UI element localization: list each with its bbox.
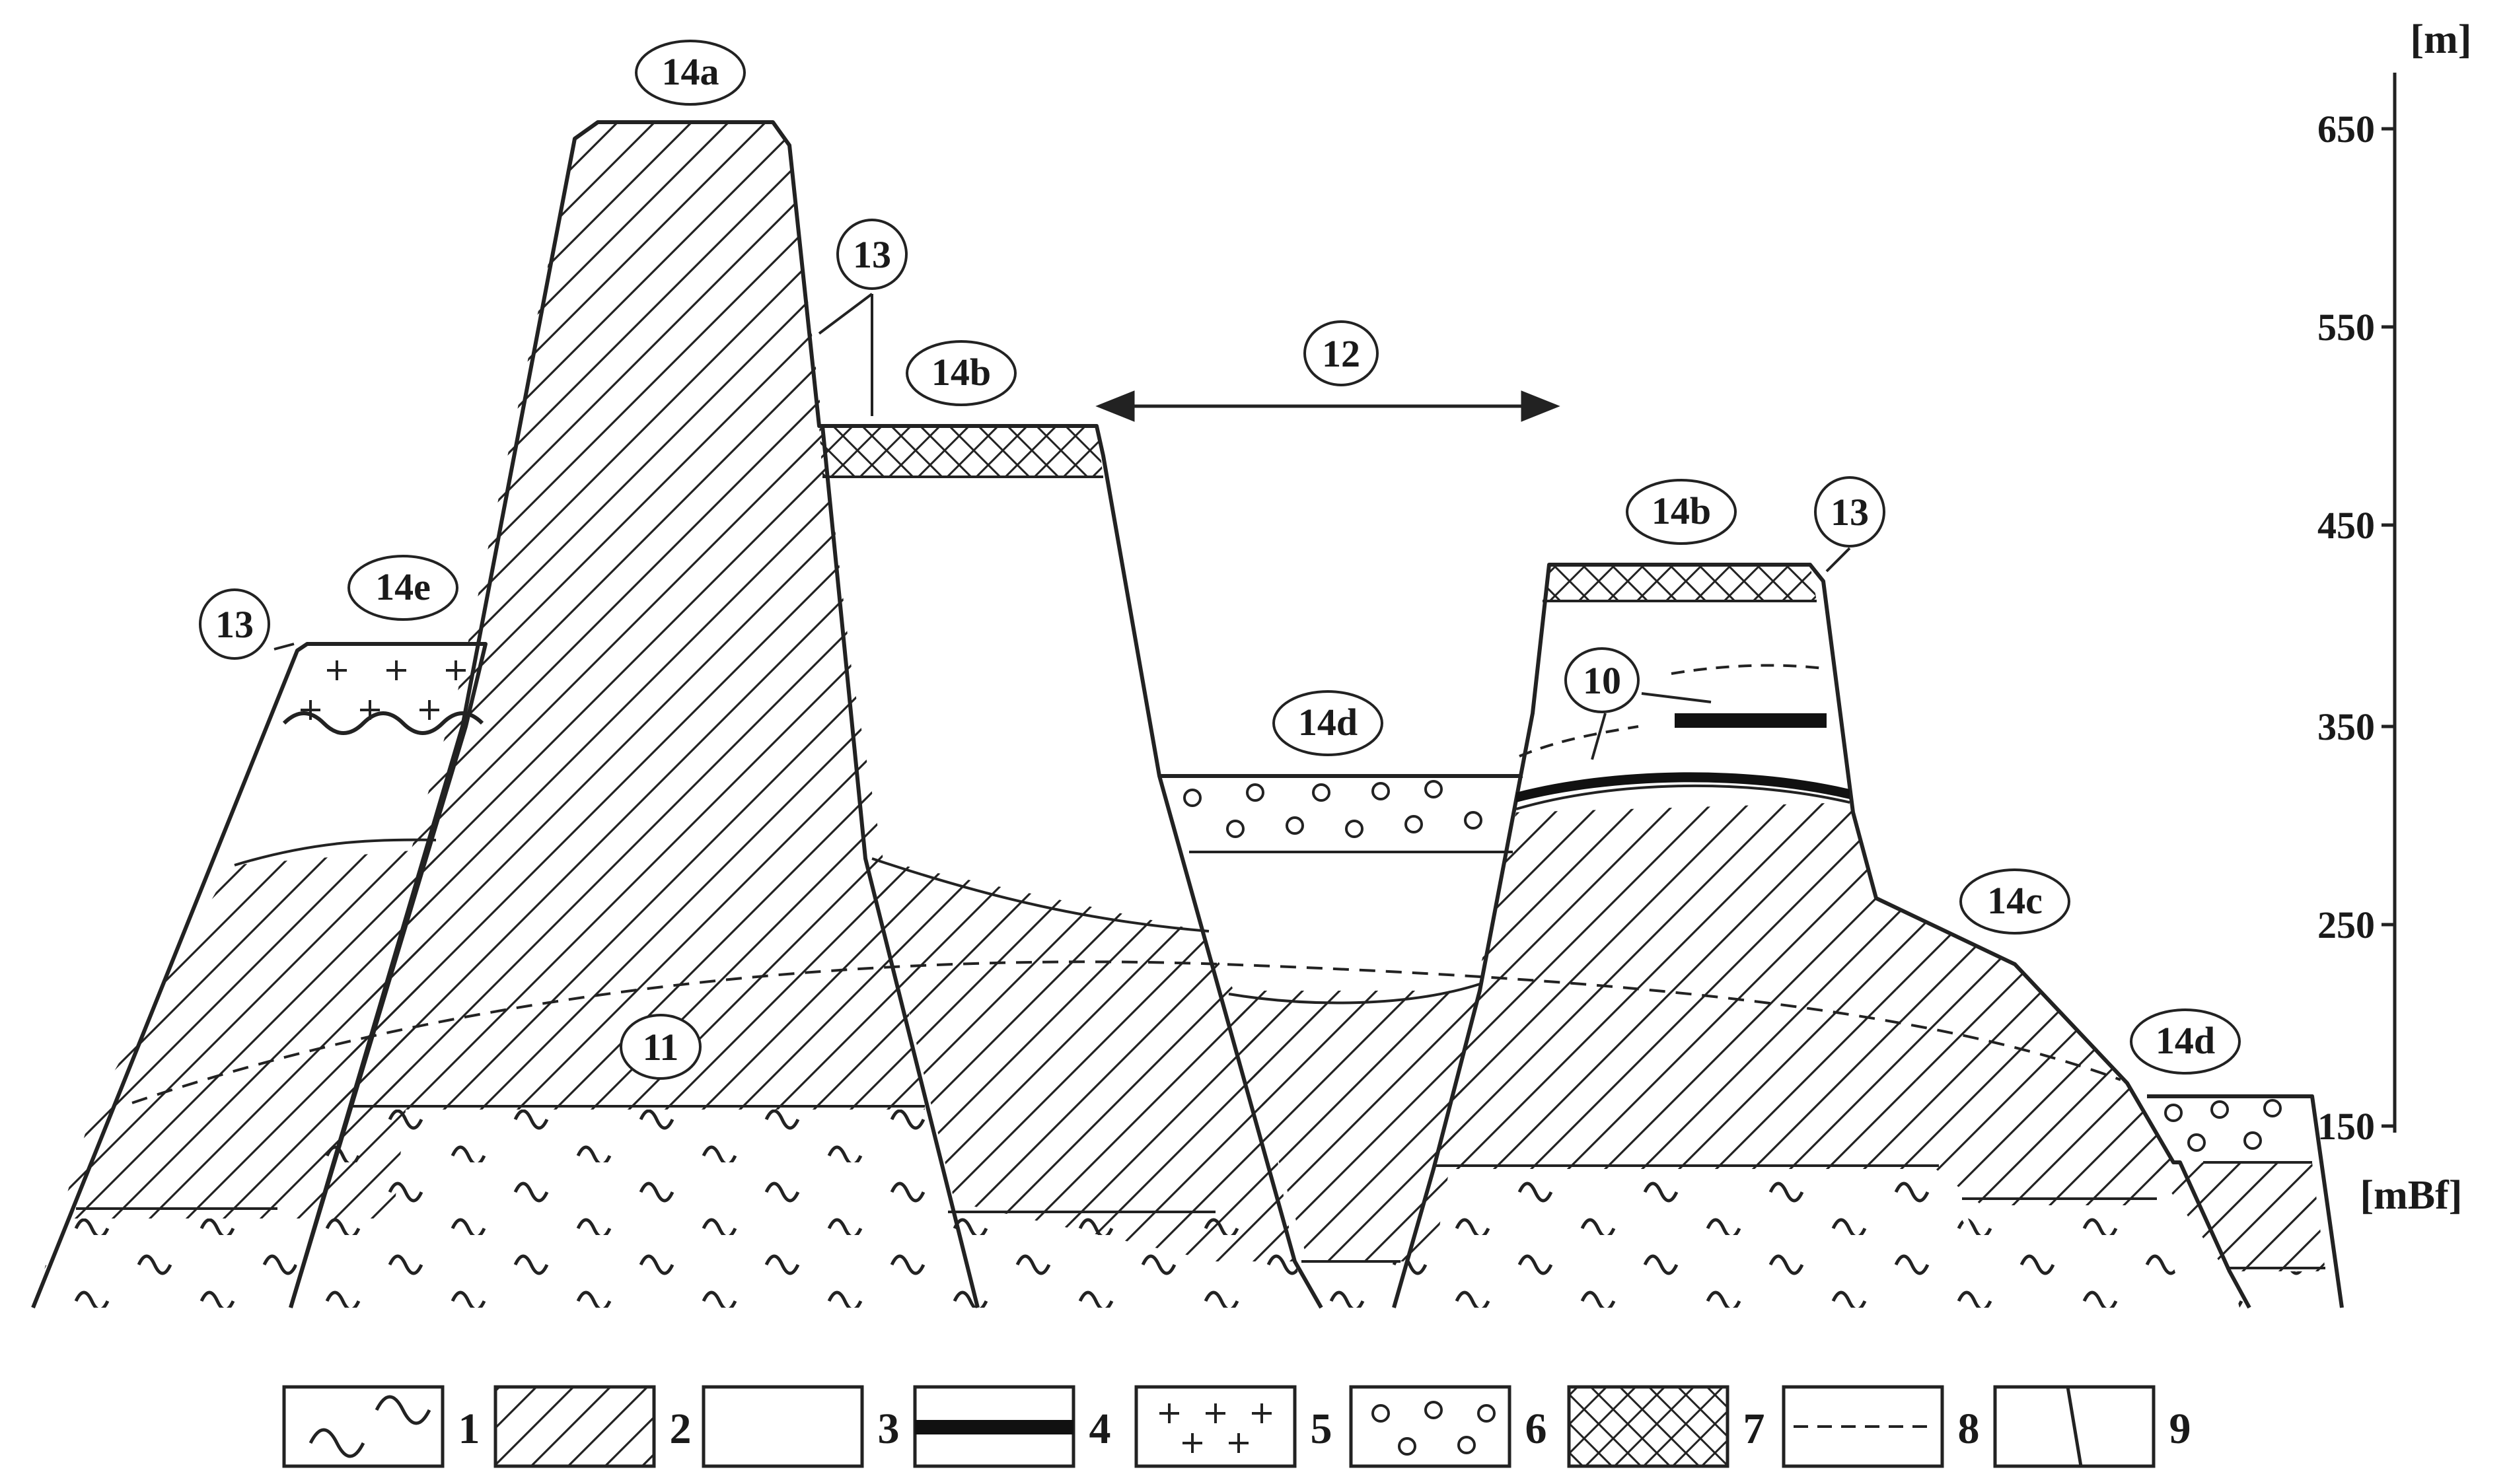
groundwater-line (131, 960, 2121, 1104)
gravel-symbols (1183, 780, 2282, 1152)
label-10: 10 (1583, 659, 1621, 702)
ellipse-13-top (836, 219, 908, 290)
label-14c: 14c (1987, 879, 2043, 922)
elevation-axis: [m] 650 550 450 350 250 150 [mBf] (2317, 17, 2471, 1218)
legend-item-1: 1 (282, 1385, 480, 1468)
leader-lines (273, 293, 1851, 760)
unconformity-line (282, 711, 484, 735)
axis-unit-top: [m] (2411, 17, 2472, 62)
label-13-right: 13 (1831, 491, 1869, 534)
label-13-top: 13 (853, 233, 891, 276)
legend-label-9: 9 (2169, 1405, 2191, 1453)
legend-label-8: 8 (1958, 1405, 1980, 1453)
ellipse-14d-right (2130, 1008, 2241, 1075)
label-13-left: 13 (215, 603, 254, 646)
axis-tick-650: 650 (2317, 108, 2375, 151)
legend-item-2: 2 (493, 1385, 692, 1468)
profile-block-14b-left (819, 426, 1103, 477)
label-14d-mid: 14d (1298, 701, 1358, 744)
legend-label-2: 2 (670, 1405, 692, 1453)
legend-label-4: 4 (1089, 1405, 1111, 1453)
legend-item-6: 6 (1349, 1385, 1547, 1468)
legend-label-6: 6 (1525, 1405, 1547, 1453)
granite-symbols (301, 660, 466, 720)
legend: 1 2 3 4 5 (282, 1385, 2191, 1468)
axis-tick-250: 250 (2317, 903, 2375, 946)
axis-tick-450: 450 (2317, 504, 2375, 547)
profile-block-14a (291, 122, 978, 1308)
arrow-12 (1095, 390, 1560, 422)
label-14b-right: 14b (1652, 489, 1711, 532)
dashed-horizon (1519, 725, 1639, 758)
ellipse-14d-mid (1272, 690, 1383, 756)
ellipse-14b-left (906, 340, 1017, 406)
ellipse-13-left (199, 588, 270, 660)
profile-block-14c (1876, 898, 2187, 1308)
legend-label-7: 7 (1743, 1405, 1765, 1453)
profile-outlines (31, 120, 2344, 1309)
legend-item-8: 8 (1782, 1385, 1980, 1468)
legend-item-4: 4 (913, 1385, 1111, 1468)
axis-tick-150: 150 (2317, 1105, 2375, 1148)
legend-label-3: 3 (878, 1405, 900, 1453)
legend-label-5: 5 (1311, 1405, 1332, 1453)
profile-block-hatched-lower (872, 859, 1308, 1308)
profile-block-14b-right (1394, 565, 2008, 1308)
legend-label-1: 1 (458, 1405, 480, 1453)
profile-block-14d-mid (1166, 776, 1523, 852)
internal-boundaries (76, 476, 2325, 1269)
legend-item-7: 7 (1567, 1385, 1765, 1468)
legend-item-5: 5 (1134, 1385, 1332, 1468)
ellipse-14b-right (1626, 479, 1737, 545)
dashed-horizon-upper (1671, 664, 1824, 675)
label-texts: 14a 13 14b 12 14b 13 14e 13 10 14d 14c 1… (215, 50, 2215, 1069)
axis-unit-bottom: [mBf] (2360, 1173, 2463, 1218)
ellipse-14a (635, 40, 746, 106)
ellipse-11 (620, 1014, 702, 1080)
label-14b-left: 14b (931, 351, 991, 394)
ellipse-14c (1959, 868, 2070, 935)
legend-item-3: 3 (702, 1385, 900, 1468)
label-14d-right: 14d (2156, 1019, 2215, 1062)
coal-seam (1516, 713, 1850, 802)
axis-tick-350: 350 (2317, 705, 2375, 748)
label-11: 11 (643, 1026, 679, 1069)
label-14e: 14e (375, 565, 431, 608)
axis-tick-550: 550 (2317, 306, 2375, 349)
label-12: 12 (1322, 332, 1360, 375)
ellipse-13-right (1814, 476, 1885, 548)
ellipse-10 (1564, 647, 1640, 713)
profile-block-valley (1229, 991, 1480, 1308)
label-ellipses (199, 40, 2241, 1080)
legend-item-9: 9 (1993, 1385, 2191, 1468)
label-14a: 14a (662, 50, 719, 93)
ellipse-12 (1303, 320, 1379, 386)
ellipse-14e (347, 555, 458, 621)
